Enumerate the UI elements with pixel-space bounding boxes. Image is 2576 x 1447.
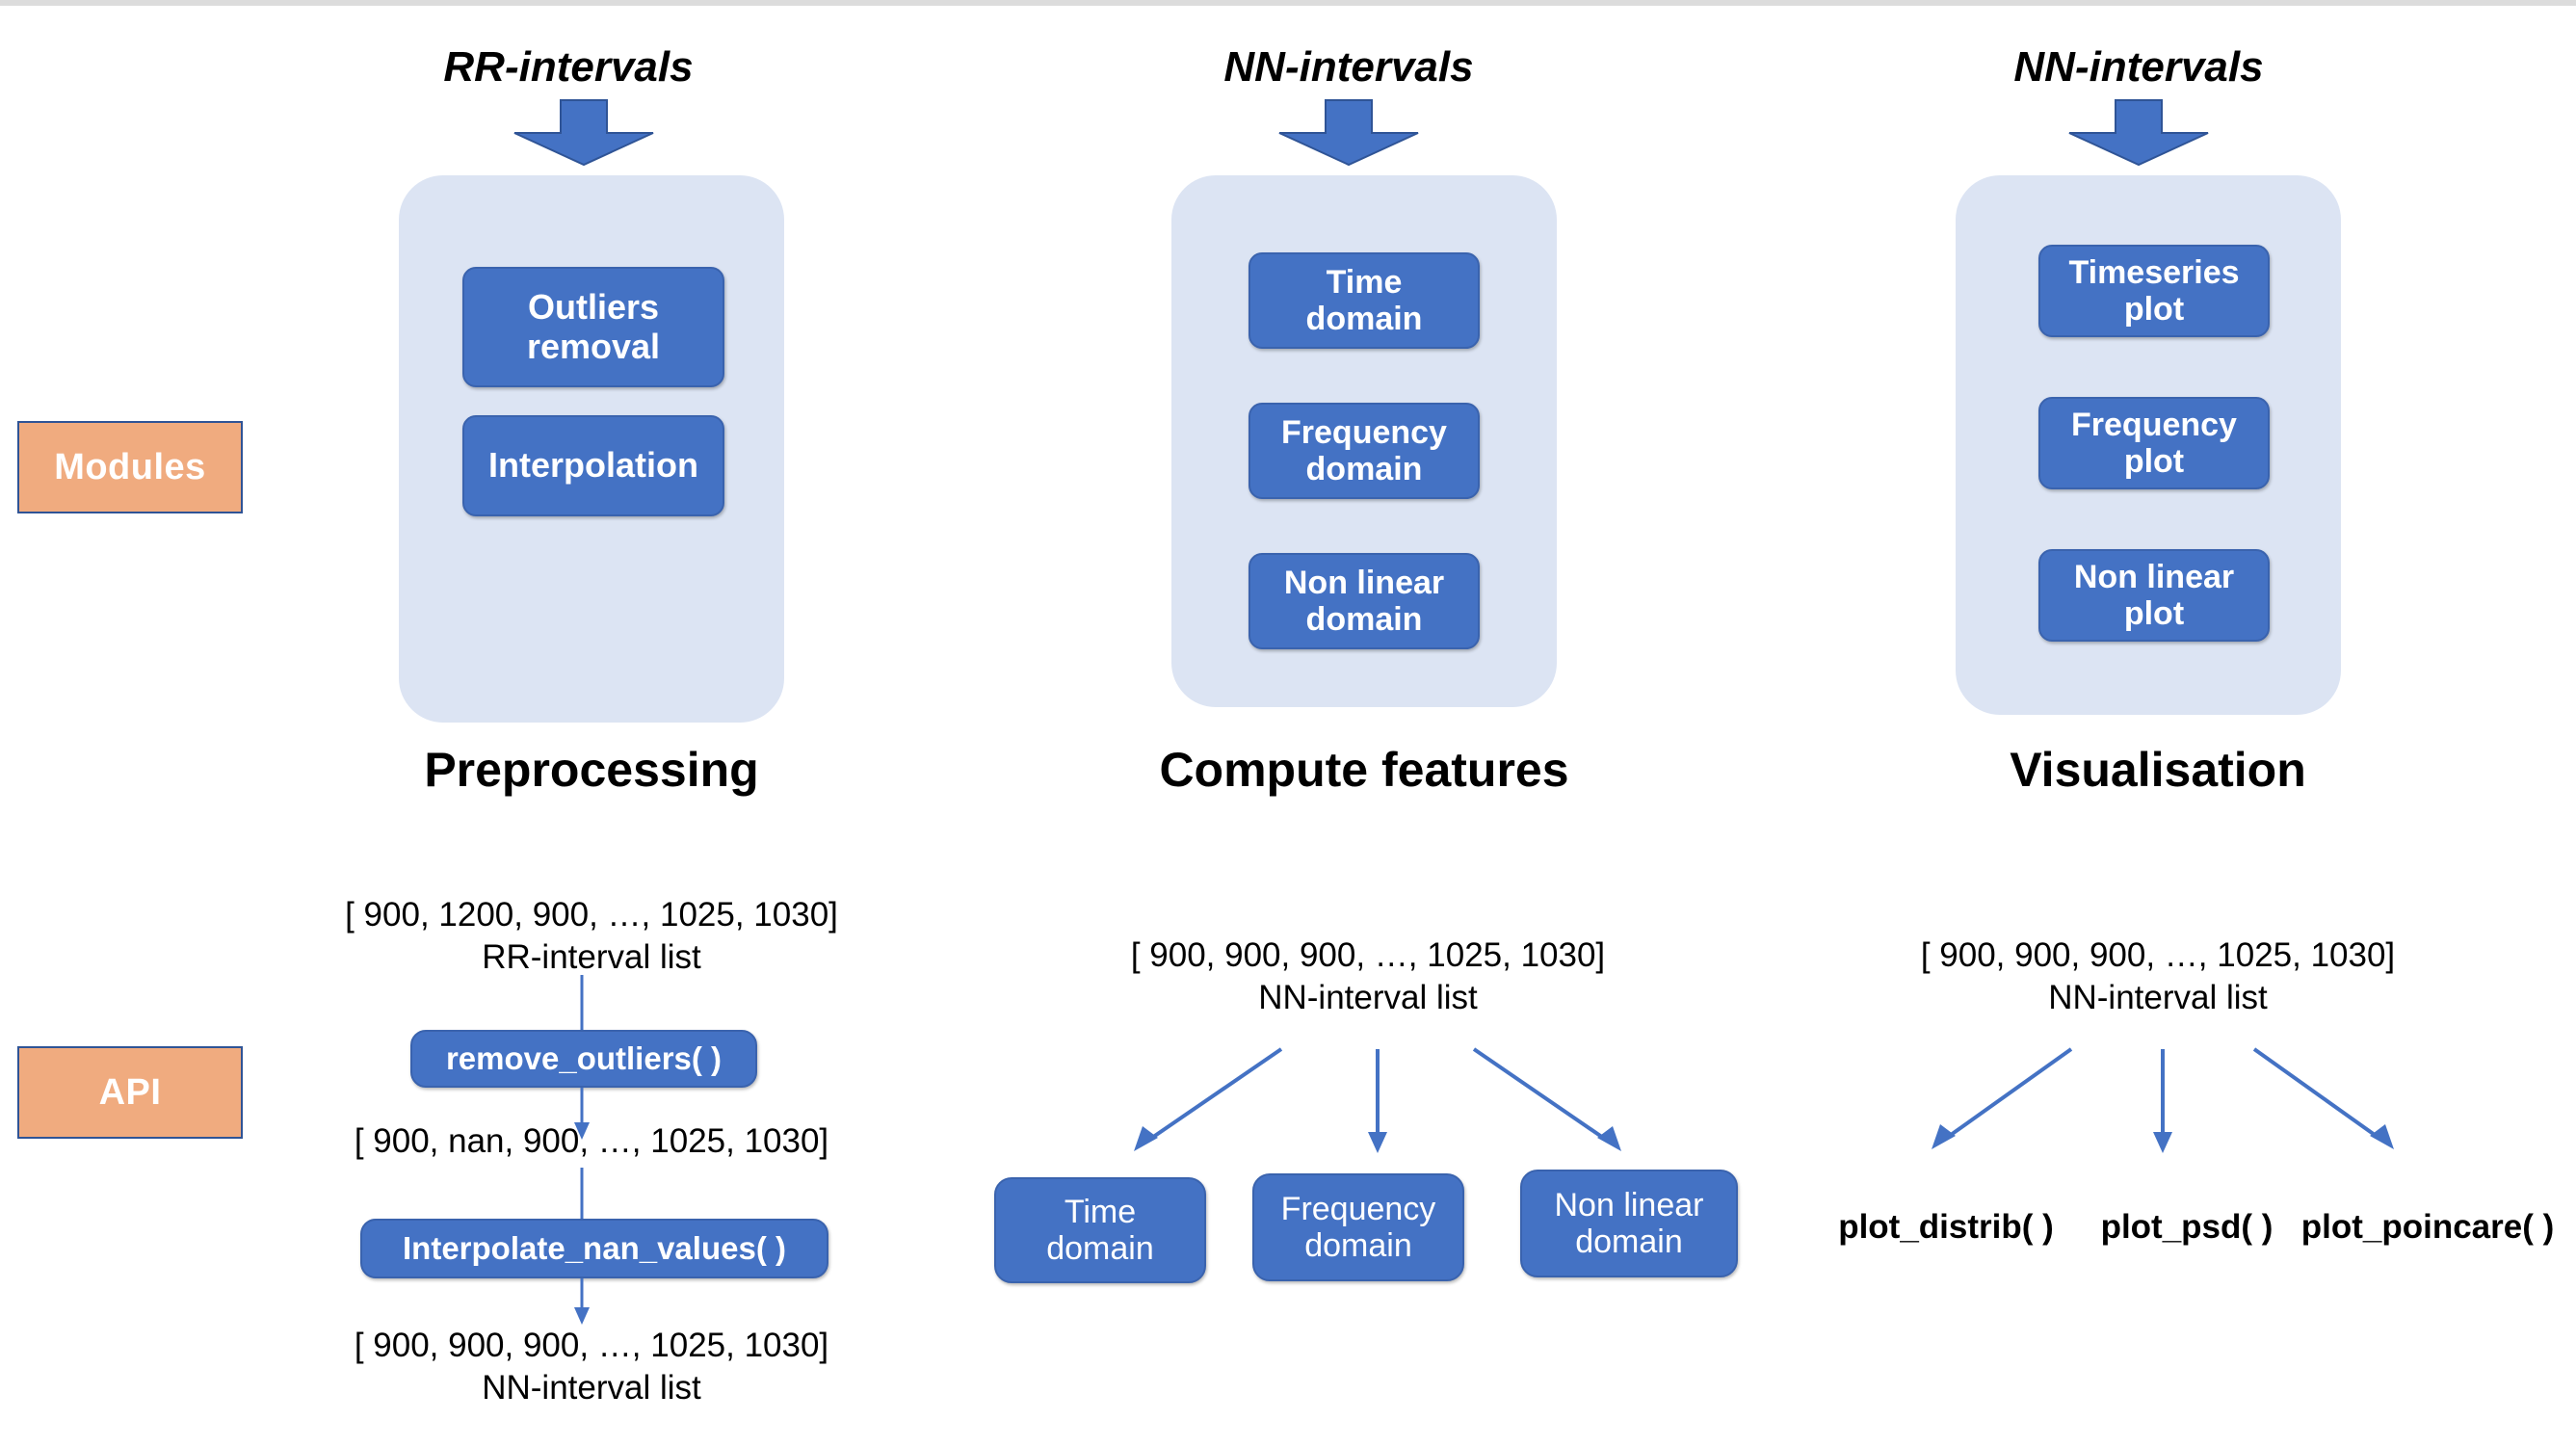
api-preprocessing-output-list-text: [ 900, 900, 900, …, 1025, 1030] xyxy=(354,1327,829,1364)
down-block-arrow-icon xyxy=(509,96,659,169)
visualisation-module-panel: Timeseries plot Frequency plot Non linea… xyxy=(1956,175,2341,715)
row-label-api-text: API xyxy=(98,1071,162,1113)
api-function-plot-psd-label: plot_psd( ) xyxy=(2100,1208,2274,1246)
module-chip-time-domain[interactable]: Time domain xyxy=(1249,252,1480,349)
column-caption-compute-features-text: Compute features xyxy=(1159,743,1569,797)
module-chip-outliers-removal[interactable]: Outliers removal xyxy=(462,267,724,387)
down-block-arrow-icon xyxy=(1274,96,1424,169)
chip-line: Non linear xyxy=(1283,564,1445,601)
chip-line: plot xyxy=(2123,291,2185,328)
api-function-remove-outliers-label: remove_outliers( ) xyxy=(445,1040,723,1076)
module-chip-interpolation[interactable]: Interpolation xyxy=(462,415,724,516)
down-block-arrow-icon xyxy=(2063,96,2214,169)
api-preprocessing-output-list-caption: NN-interval list xyxy=(482,1368,701,1407)
api-preprocessing-intermediate-list-text: [ 900, nan, 900, …, 1025, 1030] xyxy=(354,1122,829,1160)
chip-line: Non linear xyxy=(1554,1186,1704,1223)
visualisation-input-label: NN-intervals xyxy=(1917,43,2360,92)
fanout-arrows-compute-features xyxy=(1108,1045,1647,1161)
module-chip-timeseries-plot[interactable]: Timeseries plot xyxy=(2038,245,2270,337)
api-output-chip-time-domain[interactable]: Time domain xyxy=(994,1177,1206,1283)
chip-line: Time xyxy=(1064,1193,1137,1230)
api-preprocessing-output-list: [ 900, 900, 900, …, 1025, 1030] NN-inter… xyxy=(283,1325,900,1409)
api-function-plot-psd[interactable]: plot_psd( ) xyxy=(2076,1208,2298,1247)
api-function-interpolate-nan-values[interactable]: Interpolate_nan_values( ) xyxy=(360,1219,828,1278)
column-caption-preprocessing-text: Preprocessing xyxy=(424,743,759,797)
chip-line: removal xyxy=(526,326,661,366)
api-function-plot-distrib[interactable]: plot_distrib( ) xyxy=(1811,1208,2081,1247)
module-chip-frequency-plot[interactable]: Frequency plot xyxy=(2038,397,2270,489)
chip-line: domain xyxy=(1575,1223,1683,1260)
chip-line: Timeseries xyxy=(2068,253,2240,291)
fanout-arrows-visualisation xyxy=(1907,1045,2428,1161)
row-label-api: API xyxy=(17,1046,243,1139)
visualisation-input-label-text: NN-intervals xyxy=(2013,43,2264,91)
chip-line: plot xyxy=(2123,443,2185,480)
chip-line: domain xyxy=(1305,451,1423,487)
compute-features-input-label: NN-intervals xyxy=(1127,43,1570,92)
connector-arrow-down-4 xyxy=(572,1278,591,1327)
api-preprocessing-intermediate-list: [ 900, nan, 900, …, 1025, 1030] xyxy=(283,1120,900,1163)
connector-arrow-down-1 xyxy=(572,975,591,1035)
api-visualisation-input-list-caption: NN-interval list xyxy=(2048,978,2268,1016)
api-function-plot-poincare[interactable]: plot_poincare( ) xyxy=(2288,1208,2567,1247)
preprocessing-module-panel: Outliers removal Interpolation xyxy=(399,175,784,723)
connector-arrow-down-3 xyxy=(572,1168,591,1222)
chip-line: Frequency xyxy=(2071,406,2237,443)
module-chip-non-linear-plot[interactable]: Non linear plot xyxy=(2038,549,2270,642)
chip-line: Outliers xyxy=(527,287,660,328)
chip-line: Non linear xyxy=(2073,558,2235,595)
api-function-plot-distrib-label: plot_distrib( ) xyxy=(1838,1208,2054,1246)
api-preprocessing-input-list-caption: RR-interval list xyxy=(482,937,701,976)
preprocessing-input-label-text: RR-intervals xyxy=(443,43,694,91)
api-output-chip-frequency-domain[interactable]: Frequency domain xyxy=(1252,1173,1464,1281)
compute-features-module-panel: Time domain Frequency domain Non linear … xyxy=(1171,175,1557,707)
connector-arrow-down-2 xyxy=(572,1088,591,1142)
api-function-interpolate-nan-values-label: Interpolate_nan_values( ) xyxy=(403,1230,786,1266)
chip-line: domain xyxy=(1046,1230,1154,1267)
api-compute-features-input-list: [ 900, 900, 900, …, 1025, 1030] NN-inter… xyxy=(1060,934,1676,1019)
api-output-chip-non-linear-domain[interactable]: Non linear domain xyxy=(1520,1170,1738,1277)
api-visualisation-input-list: [ 900, 900, 900, …, 1025, 1030] NN-inter… xyxy=(1850,934,2466,1019)
chip-line: plot xyxy=(2123,595,2185,632)
column-caption-visualisation: Visualisation xyxy=(1888,742,2428,798)
chip-line: domain xyxy=(1305,301,1423,337)
api-compute-features-input-list-text: [ 900, 900, 900, …, 1025, 1030] xyxy=(1130,936,1606,974)
row-label-modules: Modules xyxy=(17,421,243,513)
chip-line: Interpolation xyxy=(488,445,698,486)
api-preprocessing-input-list: [ 900, 1200, 900, …, 1025, 1030] RR-inte… xyxy=(283,894,900,979)
top-strip-divider xyxy=(0,0,2576,6)
chip-line: domain xyxy=(1304,1227,1412,1264)
api-visualisation-input-list-text: [ 900, 900, 900, …, 1025, 1030] xyxy=(1920,936,2396,974)
module-chip-non-linear-domain[interactable]: Non linear domain xyxy=(1249,553,1480,649)
api-compute-features-input-list-caption: NN-interval list xyxy=(1258,978,1478,1016)
api-preprocessing-input-list-text: [ 900, 1200, 900, …, 1025, 1030] xyxy=(345,896,838,934)
compute-features-input-label-text: NN-intervals xyxy=(1223,43,1474,91)
column-caption-visualisation-text: Visualisation xyxy=(2010,743,2306,797)
column-caption-preprocessing: Preprocessing xyxy=(341,742,842,798)
module-chip-frequency-domain[interactable]: Frequency domain xyxy=(1249,403,1480,499)
column-caption-compute-features: Compute features xyxy=(1094,742,1634,798)
preprocessing-input-label: RR-intervals xyxy=(347,43,790,92)
api-function-remove-outliers[interactable]: remove_outliers( ) xyxy=(410,1030,757,1088)
chip-line: Frequency xyxy=(1281,413,1447,451)
api-function-plot-poincare-label: plot_poincare( ) xyxy=(2300,1208,2555,1246)
chip-line: Frequency xyxy=(1280,1190,1436,1227)
chip-line: Time xyxy=(1326,263,1403,301)
chip-line: domain xyxy=(1305,601,1423,638)
row-label-modules-text: Modules xyxy=(54,446,206,487)
